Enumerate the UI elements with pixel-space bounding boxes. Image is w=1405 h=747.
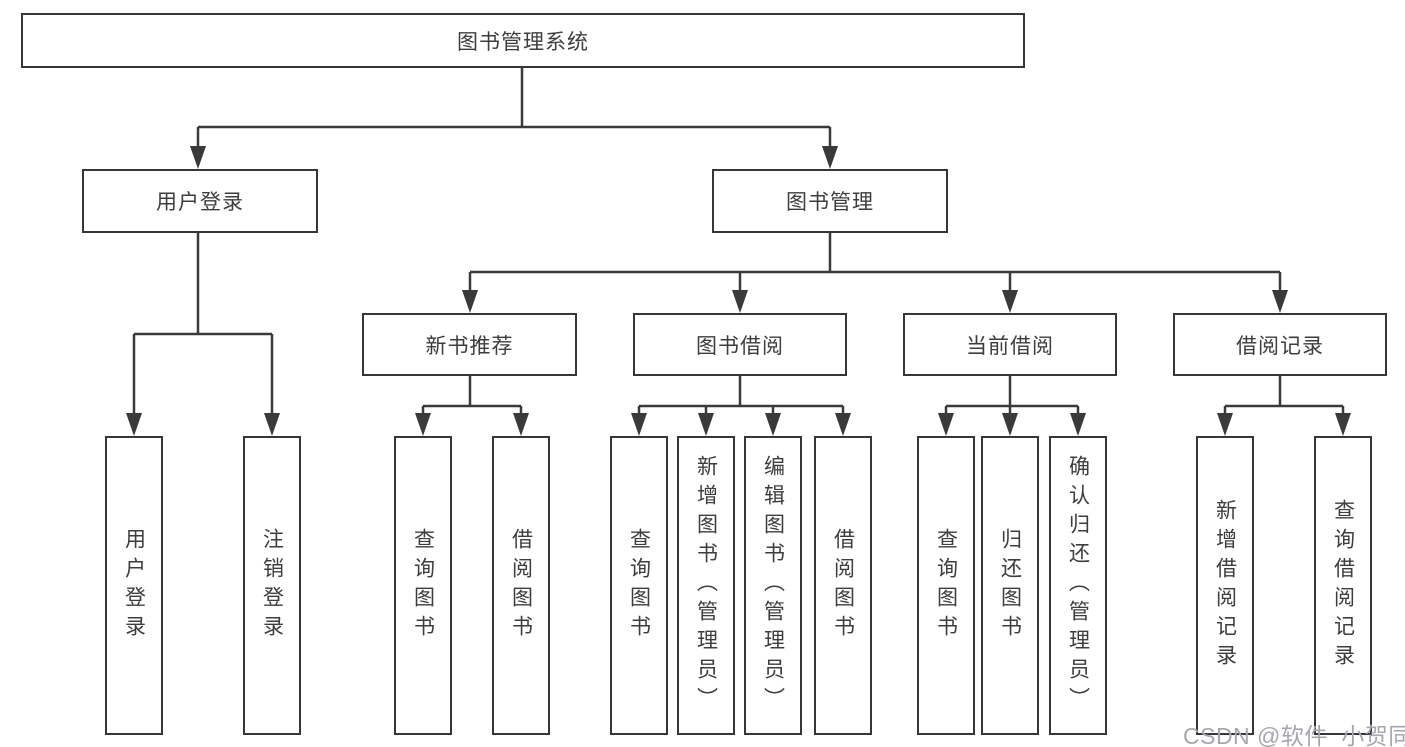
leaf-query-books-borrow: 查询图书 [610,436,668,735]
leaf-borrow-books: 借阅图书 [814,436,872,735]
leaf-return-books: 归还图书 [981,436,1039,735]
arrowhead-icon [631,413,647,436]
arrowhead-icon [1272,290,1288,313]
leaf-query-books-recommend: 查询图书 [394,436,452,735]
arrowhead-icon [1002,290,1018,313]
arrowhead-icon [835,413,851,436]
connector-borrow-records [1223,376,1345,416]
leaf-user-login: 用户登录 [105,436,163,735]
arrowhead-icon [462,290,478,313]
leaf-query-books-current: 查询图书 [917,436,975,735]
node-current-borrow: 当前借阅 [903,313,1117,376]
connector-current-borrow [944,376,1080,416]
arrowhead-icon [1002,413,1018,436]
arrowhead-icon [698,413,714,436]
node-root: 图书管理系统 [21,13,1025,68]
node-book-borrow: 图书借阅 [633,313,847,376]
leaf-query-borrow-record: 查询借阅记录 [1314,436,1372,735]
arrowhead-icon [1070,413,1086,436]
arrowhead-icon [126,413,142,436]
node-user-login: 用户登录 [82,169,318,233]
csdn-watermark: CSDN @软件_小贺同学 [1183,723,1405,747]
arrowhead-icon [264,413,280,436]
connector-new-book [421,376,523,416]
arrowhead-icon [1217,413,1233,436]
node-new-book-recommend: 新书推荐 [362,313,577,376]
arrowhead-icon [938,413,954,436]
connector-user-login [132,233,274,416]
leaf-confirm-return-admin: 确认归还（管理员） [1049,436,1107,735]
leaf-add-books-admin: 新增图书（管理员） [677,436,735,735]
node-borrow-records: 借阅记录 [1173,313,1387,376]
arrowhead-icon [765,413,781,436]
arrowhead-icon [190,146,206,169]
arrowhead-icon [1335,413,1351,436]
leaf-logout: 注销登录 [243,436,301,735]
arrowhead-icon [513,413,529,436]
arrowhead-icon [415,413,431,436]
arrowhead-icon [822,146,838,169]
leaf-edit-books-admin: 编辑图书（管理员） [744,436,802,735]
node-book-management: 图书管理 [712,169,948,233]
leaf-borrow-books-recommend: 借阅图书 [492,436,550,735]
connector-root-level2 [196,68,832,149]
leaf-add-borrow-record: 新增借阅记录 [1196,436,1254,735]
arrowhead-icon [732,290,748,313]
connector-book-borrow [637,376,845,416]
connector-book-management [468,233,1282,293]
